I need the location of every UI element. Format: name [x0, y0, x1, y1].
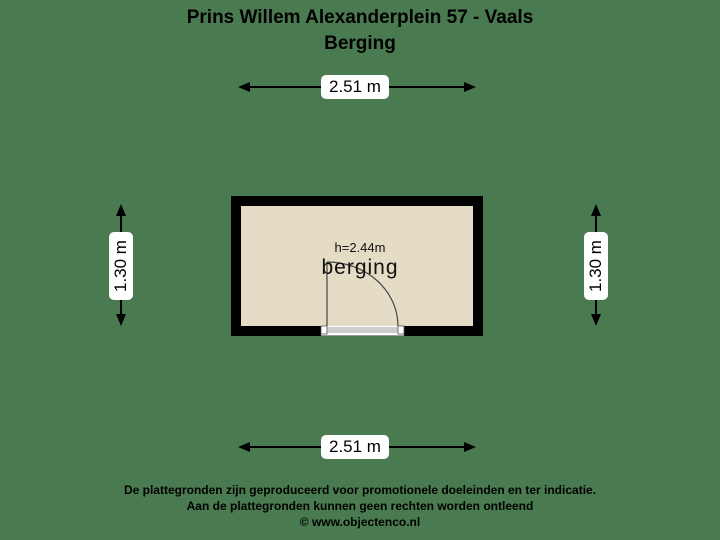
dimension-label-left: 1.30 m [109, 232, 133, 300]
room-floor [241, 206, 473, 326]
dimension-label-bottom: 2.51 m [321, 435, 389, 459]
copyright-line: © www.objectenco.nl [299, 515, 421, 529]
dimension-label-right: 1.30 m [584, 232, 608, 300]
page-title: Prins Willem Alexanderplein 57 - Vaals [186, 7, 534, 28]
room-name-label: berging [321, 256, 399, 279]
room-height-label: h=2.44m [334, 240, 386, 255]
page-subtitle: Berging [324, 33, 396, 54]
disclaimer-line-1: De plattegronden zijn geproduceerd voor … [123, 483, 597, 497]
dimension-label-top: 2.51 m [321, 75, 389, 99]
disclaimer-line-2: Aan de plattegronden kunnen geen rechten… [186, 499, 534, 513]
door [320, 261, 405, 336]
